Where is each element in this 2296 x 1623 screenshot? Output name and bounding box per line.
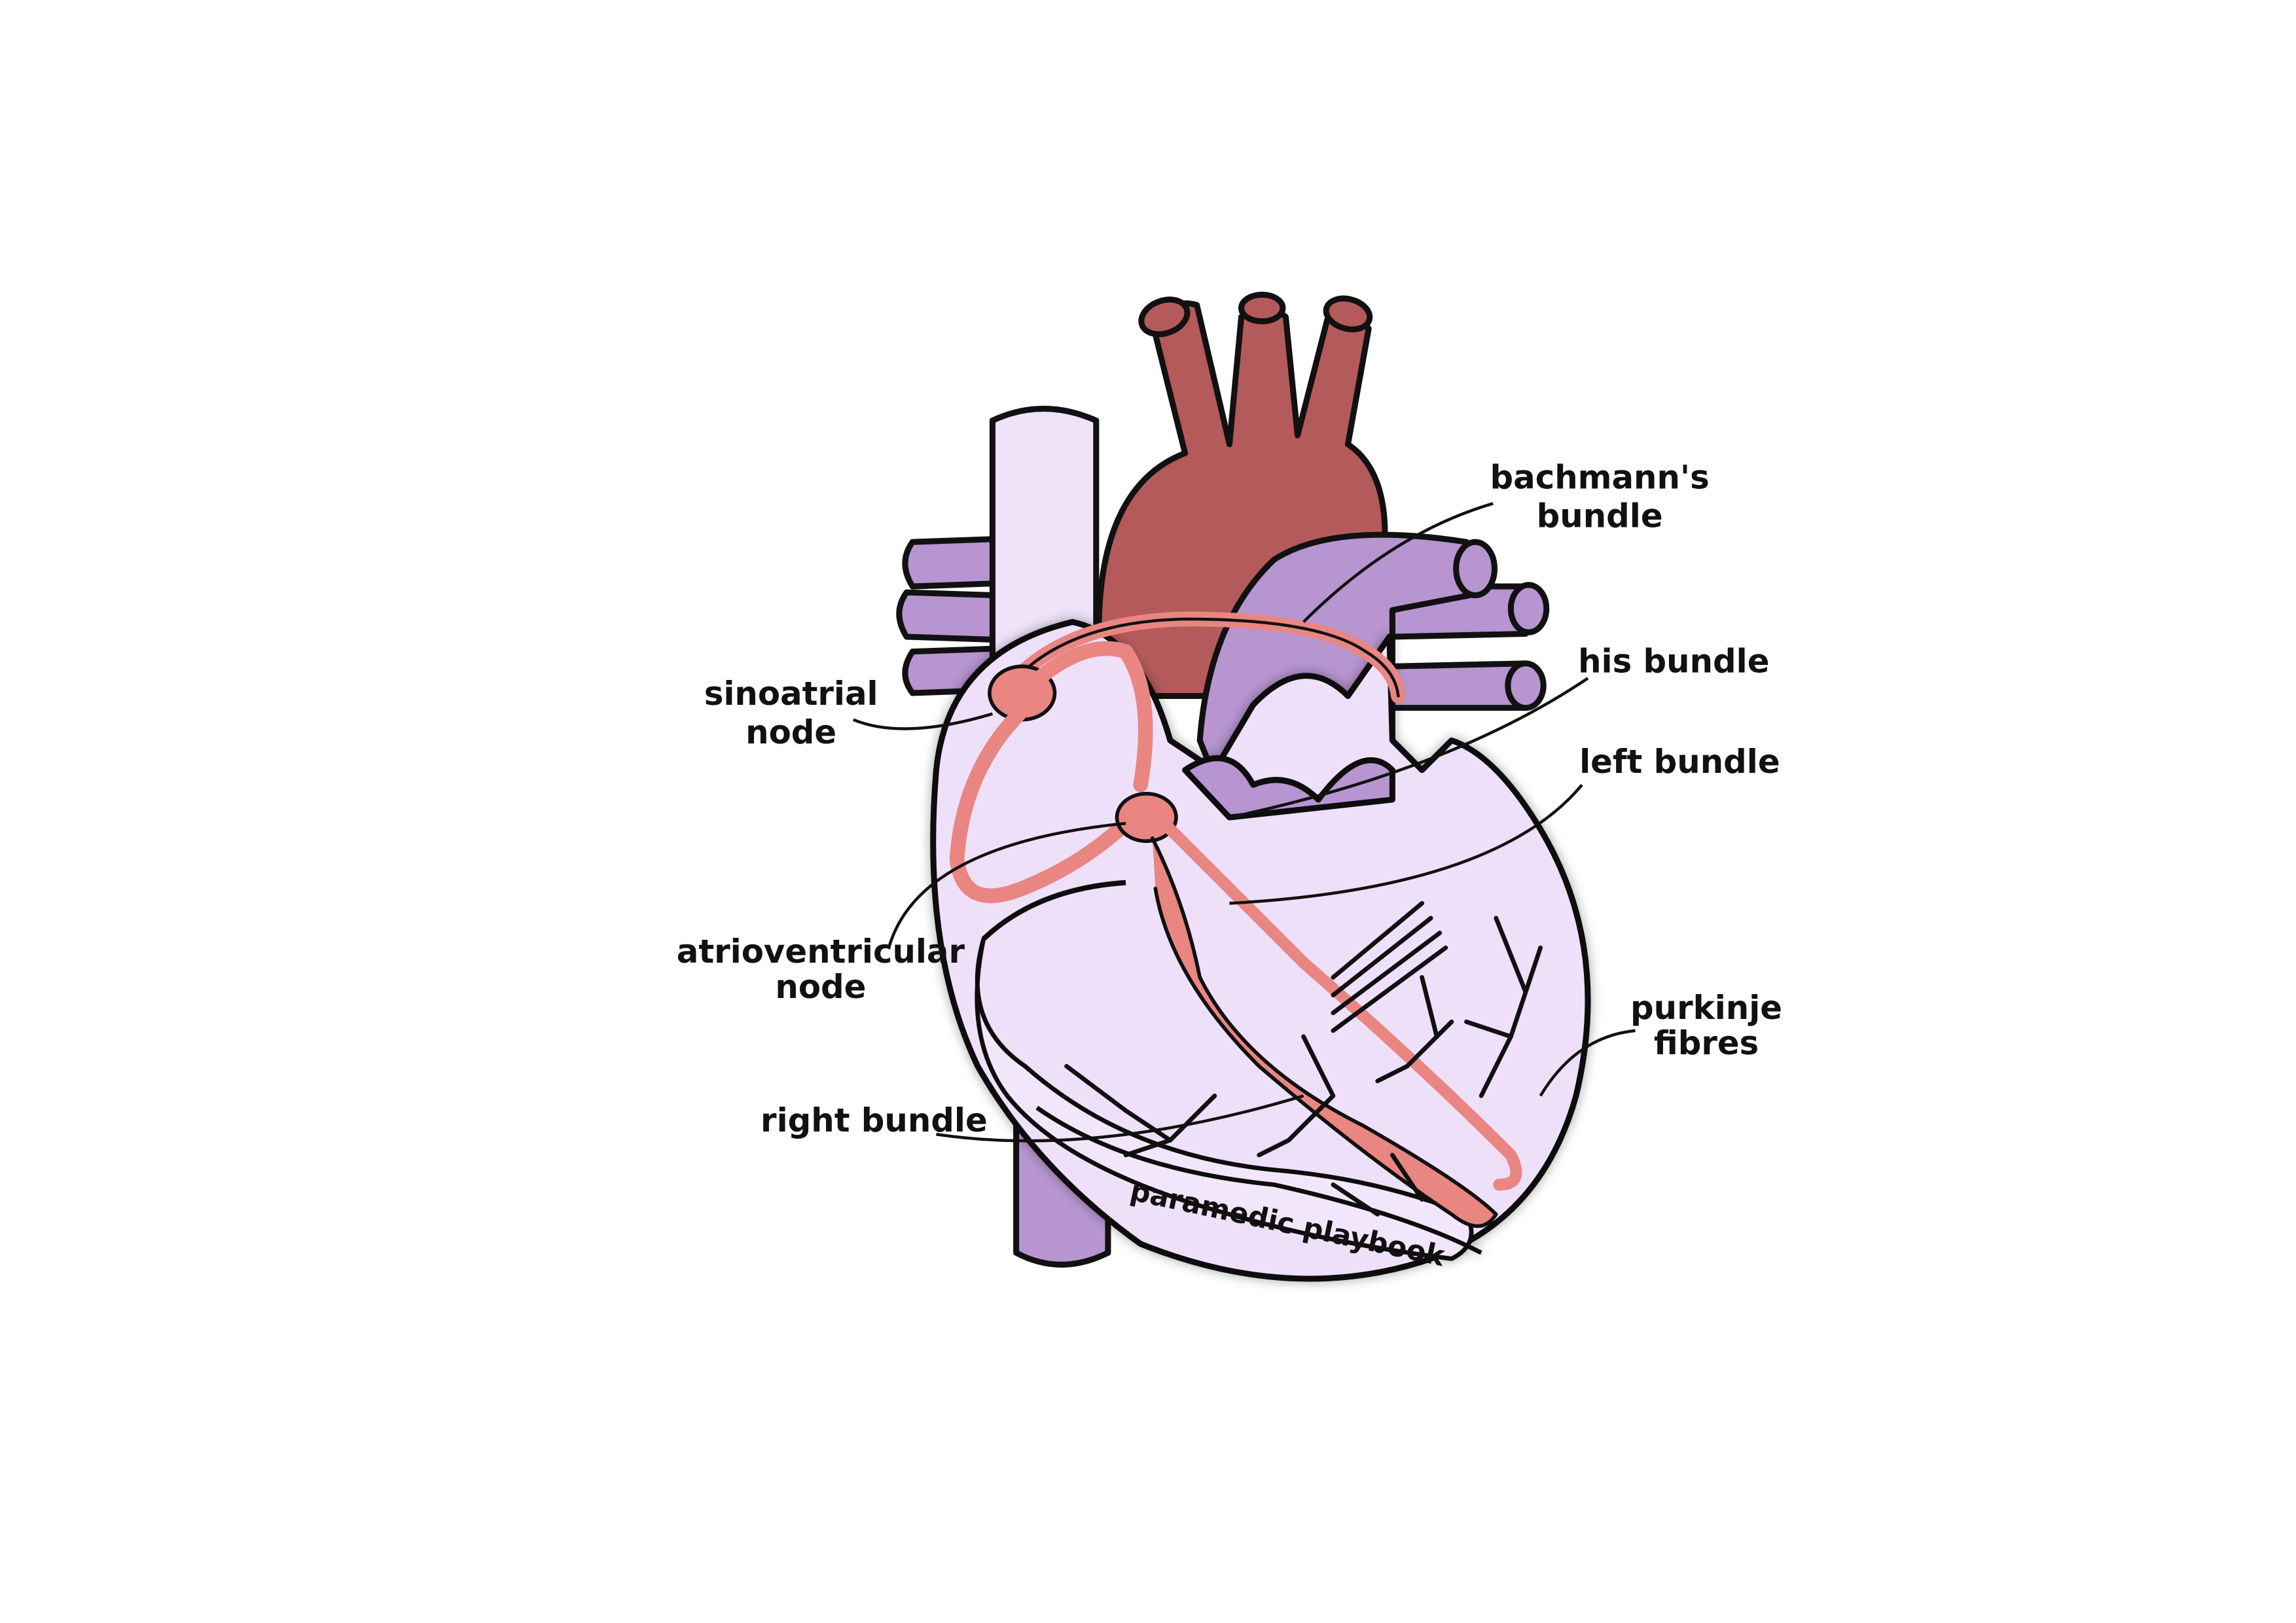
label-atrioventricular-node-line-2: node bbox=[775, 968, 866, 1006]
label-sinoatrial-node-line-1: sinoatrial bbox=[704, 675, 878, 713]
pulmonary-vein-mid-left bbox=[899, 592, 996, 639]
label-purkinje-fibres-line-2: fibres bbox=[1654, 1024, 1759, 1062]
label-left-bundle: left bundle bbox=[1579, 743, 1780, 781]
label-bachmanns-bundle-line-2: bundle bbox=[1537, 497, 1663, 535]
left-common-carotid-opening bbox=[1242, 294, 1283, 321]
left-pulmonary-vein-mid-opening bbox=[1511, 585, 1546, 632]
label-right-bundle: right bundle bbox=[761, 1101, 988, 1139]
label-bachmanns-bundle-line-1: bachmann's bbox=[1490, 459, 1709, 497]
label-his-bundle: his bundle bbox=[1578, 642, 1769, 680]
left-pulmonary-vein-low-opening bbox=[1508, 664, 1543, 708]
label-sinoatrial-node-line-2: node bbox=[745, 713, 836, 751]
pulmonary-vein-upper-left bbox=[905, 539, 996, 586]
label-atrioventricular-node-line-1: atrioventricular bbox=[677, 933, 965, 971]
pulmonary-artery-opening bbox=[1456, 542, 1495, 595]
label-purkinje-fibres-line-1: purkinje bbox=[1630, 989, 1782, 1027]
